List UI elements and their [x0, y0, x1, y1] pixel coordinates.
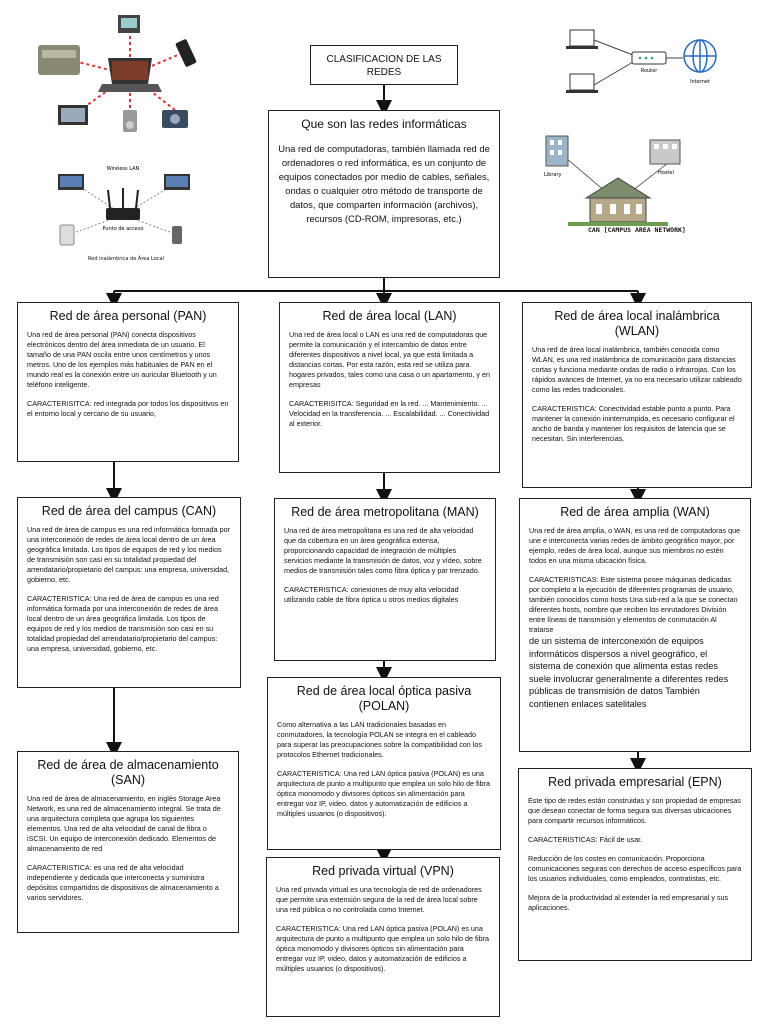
epn-characteristic-3: Mejora de la productividad al extender l…: [528, 893, 729, 912]
epn-characteristic-2: Reducción de los costes en comunicación.…: [528, 854, 742, 883]
wlan-box: Red de área local inalámbrica (WLAN) Una…: [522, 302, 752, 488]
lan-characteristic: CARACTERISITCA: Seguridad en la red. ...…: [289, 399, 490, 428]
vpn-characteristic: CARACTERISTICA: Una red LAN óptica pasiv…: [276, 924, 489, 973]
intro-box: Que son las redes informáticas Una red d…: [268, 110, 500, 278]
vpn-box: Red privada virtual (VPN) Una red privad…: [266, 857, 500, 1017]
lan-box: Red de área local (LAN) Una red de área …: [279, 302, 500, 473]
wlan-illustration-title: Wireless LAN: [107, 166, 140, 172]
polan-box: Red de área local óptica pasiva (POLAN) …: [267, 677, 501, 850]
vpn-title: Red privada virtual (VPN): [312, 864, 454, 878]
pan-devices-illustration: [38, 15, 197, 132]
lan-title: Red de área local (LAN): [322, 309, 457, 323]
can-characteristic: CARACTERISTICA: Una red de área de campu…: [27, 594, 219, 653]
man-box: Red de área metropolitana (MAN) Una red …: [274, 498, 496, 661]
wan-characteristic: CARACTERISTICAS: Este sistema posee máqu…: [529, 575, 738, 634]
wan-characteristic-continued: de un sistema de interconexión de equipo…: [529, 636, 729, 709]
man-title: Red de área metropolitana (MAN): [291, 505, 479, 519]
wlan-description: Una red de área local inalámbrica, tambi…: [532, 345, 742, 394]
wlan-illustration-caption: Red inalámbrica de Área Local: [88, 256, 164, 262]
pan-box: Red de área personal (PAN) Una red de ár…: [17, 302, 239, 462]
polan-title: Red de área local óptica pasiva (POLAN): [296, 684, 472, 713]
epn-characteristic: CARACTERISTICAS: Fácil de usar.: [528, 835, 643, 844]
can-title: Red de área del campus (CAN): [41, 504, 217, 518]
man-description: Una red de área metropolitana es una red…: [284, 526, 482, 575]
san-title: Red de área de almacenamiento (SAN): [37, 758, 219, 787]
access-point-label: Punto de acceso: [102, 226, 143, 232]
computer-bottom-icon: [569, 73, 595, 91]
wan-box: Red de área amplia (WAN) Una red de área…: [519, 498, 751, 752]
pan-title: Red de área personal (PAN): [49, 309, 207, 323]
can-description: Una red de área de campus es una red inf…: [27, 525, 230, 584]
san-characteristic: CARACTERISTICA: es una red de alta veloc…: [27, 863, 219, 902]
can-illustration: Library Hostel CAN [CAMPUS AREA NETWORK]: [538, 128, 688, 238]
internet-globe-icon: [683, 39, 717, 73]
san-description: Una red de área de almacenamiento, en in…: [27, 794, 221, 853]
hostel-label: Hostel: [658, 170, 674, 176]
router-device-icon: [631, 51, 667, 65]
polan-characteristic: CARACTERISTICA: Una red LAN óptica pasiv…: [277, 769, 490, 818]
hostel-building-icon: [649, 139, 681, 165]
phone-icon: [172, 226, 182, 244]
pan-characteristic: CARACTERISITCA: red integrada por todos …: [27, 399, 229, 418]
can-box: Red de área del campus (CAN) Una red de …: [17, 497, 241, 688]
diagram-title: CLASIFICACION DE LAS REDES: [326, 54, 442, 78]
tablet-icon: [59, 224, 75, 246]
vpn-description: Una red privada virtual es una tecnologí…: [276, 885, 482, 914]
polan-description: Como alternativa a las LAN tradicionales…: [277, 720, 482, 759]
library-building-icon: [545, 135, 569, 167]
library-label: Library: [544, 172, 562, 178]
wan-description: Una red de área amplia, o WAN, es una re…: [529, 526, 741, 565]
can-illustration-caption: CAN [CAMPUS AREA NETWORK]: [588, 226, 686, 234]
wlan-title: Red de área local inalámbrica (WLAN): [554, 309, 720, 338]
mobile-phone-icon: [175, 39, 197, 67]
intro-text: Una red de computadoras, también llamada…: [278, 143, 490, 224]
intro-heading: Que son las redes informáticas: [301, 117, 467, 131]
wlan-characteristic: CARACTERISTICA: Conectividad estable pun…: [532, 404, 735, 443]
epn-title: Red privada empresarial (EPN): [548, 775, 722, 789]
epn-box: Red privada empresarial (EPN) Este tipo …: [518, 768, 752, 961]
router-label: Router: [641, 68, 659, 74]
epn-description: Este tipo de redes están construidas y s…: [528, 796, 741, 825]
san-box: Red de área de almacenamiento (SAN) Una …: [17, 751, 239, 933]
campus-building-icon: [584, 177, 652, 199]
wlan-illustration: Wireless LAN Punto de acceso Red inalámb…: [48, 160, 198, 270]
wan-title: Red de área amplia (WAN): [560, 505, 710, 519]
internet-label: Internet: [690, 79, 710, 85]
computer-top-icon: [569, 29, 595, 47]
man-characteristic: CARACTERISTICA: conexiones de muy alta v…: [284, 585, 459, 604]
printer-icon: [38, 45, 80, 75]
diagram-title-box: CLASIFICACION DE LAS REDES: [310, 45, 458, 85]
pan-description: Una red de área personal (PAN) conecta d…: [27, 330, 217, 389]
lan-description: Una red de área local o LAN es una red d…: [289, 330, 490, 389]
network-topology-illustration: Router Internet: [566, 29, 717, 93]
router-icon: [106, 208, 140, 220]
